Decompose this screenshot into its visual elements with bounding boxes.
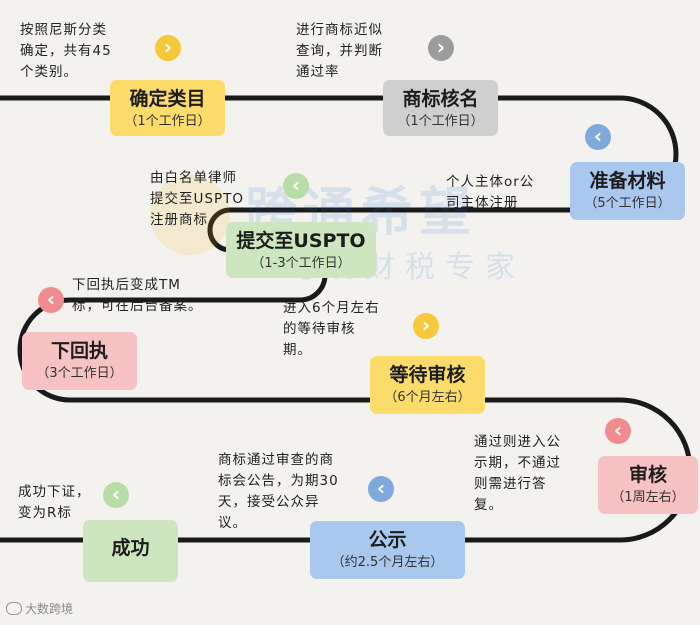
step-await-review: 等待审核 （6个月左右） <box>370 356 485 414</box>
note-line: 天，接受公众异 <box>218 494 320 510</box>
note-line: 成功下证， <box>18 484 91 500</box>
note-step-4: 由白名单律师 提交至USPTO 注册商标 <box>150 168 244 231</box>
note-line: 查询，并判断 <box>296 43 383 59</box>
chevron-left-icon: ‹ <box>38 287 64 313</box>
step-duration: （约2.5个月左右） <box>331 555 444 570</box>
chevron-right-icon: › <box>428 35 454 61</box>
step-trademark-search: 商标核名 （1个工作日） <box>383 80 498 136</box>
note-line: 议。 <box>218 515 247 531</box>
step-duration: （6个月左右） <box>384 390 471 405</box>
step-receipt: 下回执 （3个工作日） <box>22 332 137 390</box>
chevron-left-icon: ‹ <box>585 124 611 150</box>
step-title: 商标核名 <box>402 88 479 110</box>
step-title: 等待审核 <box>389 364 466 386</box>
note-line: 示期，不通过 <box>474 455 561 471</box>
chevron-left-icon: ‹ <box>605 418 631 444</box>
note-line: 的等待审核 <box>283 321 356 337</box>
note-line: 按照尼斯分类 <box>20 22 107 38</box>
note-step-3: 个人主体or公 司主体注册 <box>446 172 534 214</box>
note-line: 复。 <box>474 497 503 513</box>
step-title: 公示 <box>368 529 407 551</box>
step-duration: （3个工作日） <box>36 366 123 381</box>
step-title: 下回执 <box>50 340 108 362</box>
note-line: 标，可在后台备案。 <box>72 298 203 314</box>
step-title: 确定类目 <box>129 88 206 110</box>
note-line: 商标通过审查的商 <box>218 452 334 468</box>
note-line: 提交至USPTO <box>150 191 244 207</box>
note-line: 通过率 <box>296 64 340 80</box>
step-duration: （5个工作日） <box>584 196 671 211</box>
note-line: 个人主体or公 <box>446 174 535 190</box>
note-line: 注册商标 <box>150 212 208 228</box>
step-confirm-category: 确定类目 （1个工作日） <box>110 80 225 136</box>
note-step-6: 进入6个月左右 的等待审核 期。 <box>283 298 380 361</box>
note-line: 则需进行答 <box>474 476 547 492</box>
chevron-right-icon: › <box>155 35 181 61</box>
chevron-left-icon: ‹ <box>103 482 129 508</box>
step-title: 成功 <box>111 537 150 559</box>
note-line: 期。 <box>283 342 312 358</box>
step-duration: （1个工作日） <box>124 114 211 129</box>
step-examination: 审核 （1周左右） <box>598 456 698 514</box>
note-line: 个类别。 <box>20 64 78 80</box>
chevron-right-icon: › <box>413 313 439 339</box>
note-line: 下回执后变成TM <box>72 277 181 293</box>
note-line: 变为R标 <box>18 505 72 521</box>
note-step-1: 按照尼斯分类 确定，共有45 个类别。 <box>20 20 112 83</box>
footer-text: 大数跨境 <box>25 602 74 616</box>
step-duration: （1-3个工作日） <box>251 256 351 271</box>
note-line: 由白名单律师 <box>150 170 237 186</box>
note-step-2: 进行商标近似 查询，并判断 通过率 <box>296 20 383 83</box>
note-step-5: 下回执后变成TM 标，可在后台备案。 <box>72 275 203 317</box>
step-title: 提交至USPTO <box>236 230 366 252</box>
note-line: 进入6个月左右 <box>283 300 380 316</box>
note-step-8: 商标通过审查的商 标会公告，为期30 天，接受公众异 议。 <box>218 450 339 534</box>
step-title: 准备材料 <box>589 170 666 192</box>
step-title: 审核 <box>628 464 667 486</box>
chat-bubble-icon <box>6 602 22 615</box>
step-prepare-materials: 准备材料 （5个工作日） <box>570 162 685 220</box>
note-line: 通过则进入公 <box>474 434 561 450</box>
step-duration: （1个工作日） <box>397 114 484 129</box>
step-submit-uspto: 提交至USPTO （1-3个工作日） <box>226 222 376 278</box>
footer-credit: 大数跨境 <box>6 600 73 617</box>
note-line: 进行商标近似 <box>296 22 383 38</box>
note-step-9: 成功下证， 变为R标 <box>18 482 91 524</box>
step-success: 成功 <box>83 520 178 582</box>
chevron-left-icon: ‹ <box>368 476 394 502</box>
note-step-7: 通过则进入公 示期，不通过 则需进行答 复。 <box>474 432 561 516</box>
chevron-left-icon: ‹ <box>283 173 309 199</box>
note-line: 司主体注册 <box>446 195 519 211</box>
step-duration: （1周左右） <box>611 490 685 505</box>
step-publication: 公示 （约2.5个月左右） <box>310 521 465 579</box>
note-line: 标会公告，为期30 <box>218 473 339 489</box>
note-line: 确定，共有45 <box>20 43 112 59</box>
